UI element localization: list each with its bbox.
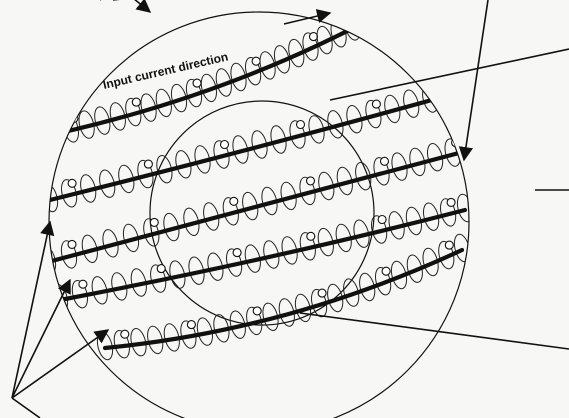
- field-marker: [445, 241, 453, 249]
- field-marker: [70, 114, 78, 122]
- field-marker: [187, 321, 195, 329]
- coil-loop: [460, 133, 480, 164]
- field-marker: [144, 160, 152, 168]
- coil-loop: [356, 4, 376, 35]
- field-marker: [382, 267, 390, 275]
- field-marker: [318, 289, 326, 297]
- field-marker: [310, 33, 318, 41]
- field-marker: [221, 141, 229, 149]
- field-marker: [307, 232, 315, 240]
- field-marker: [252, 57, 260, 65]
- field-marker: [68, 240, 76, 248]
- coil-loop: [420, 83, 440, 114]
- field-marker: [68, 179, 76, 187]
- conductor-line: [60, 210, 465, 300]
- leader-top-right: [464, 0, 488, 160]
- coil-loop: [370, 0, 390, 27]
- field-marker: [193, 79, 201, 87]
- leader-upper-right: [330, 49, 569, 100]
- direction-label: Input current direction: [102, 49, 230, 91]
- field-marker: [297, 121, 305, 129]
- coil-loop: [45, 117, 65, 148]
- field-marker: [79, 280, 87, 288]
- field-marker: [233, 249, 241, 257]
- conductor-line: [50, 90, 468, 200]
- conductor-line: [48, 150, 470, 262]
- field-marker: [150, 218, 158, 226]
- field-marker: [448, 79, 456, 87]
- coil-loop: [439, 78, 459, 109]
- windings: [38, 0, 480, 361]
- field-marker: [253, 307, 261, 315]
- field-marker: [307, 177, 315, 185]
- leader-top-left-diag: [128, 0, 150, 12]
- field-marker: [230, 197, 238, 205]
- field-marker: [121, 330, 129, 338]
- field-marker: [132, 98, 140, 106]
- field-marker: [381, 157, 389, 165]
- leader-lower-right: [300, 313, 569, 349]
- field-marker: [157, 265, 165, 273]
- field-marker: [372, 100, 380, 108]
- field-marker: [447, 198, 455, 206]
- field-marker: [378, 216, 386, 224]
- field-marker: [365, 5, 373, 13]
